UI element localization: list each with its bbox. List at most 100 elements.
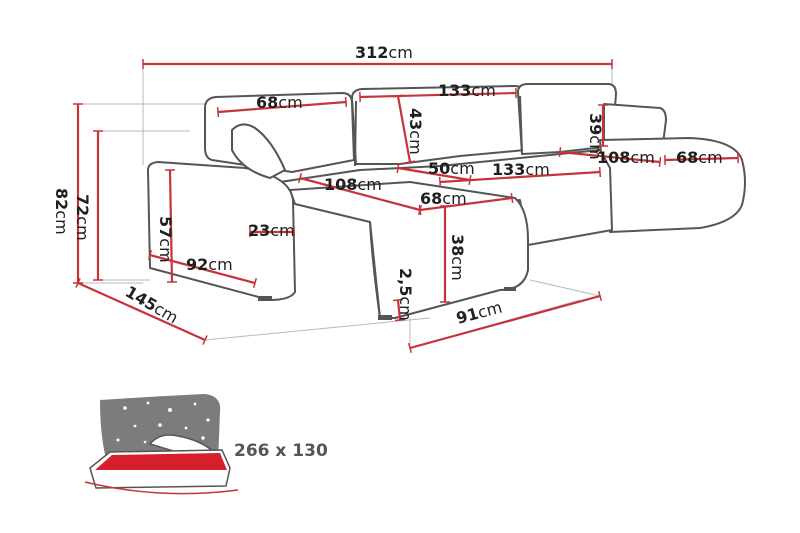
sofa-outline bbox=[147, 83, 746, 319]
dimension-line-arm-height bbox=[168, 169, 174, 283]
dimension-value: 108 bbox=[597, 148, 630, 167]
dimension-unit: cm bbox=[406, 130, 425, 154]
dimension-line-seat-depth bbox=[397, 166, 471, 182]
dimension-tick bbox=[558, 146, 562, 158]
dimension-label-leg-height: 2,5cm bbox=[396, 268, 415, 321]
dimension-line-seat-width bbox=[439, 170, 601, 184]
dimension-unit: cm bbox=[270, 221, 294, 240]
dimension-label-left-chaise-len: 108cm bbox=[324, 175, 382, 194]
dimension-unit: cm bbox=[448, 256, 467, 280]
dimension-tick bbox=[392, 94, 404, 98]
dimension-tick bbox=[396, 162, 400, 174]
dimension-label-total-depth: 145cm bbox=[122, 282, 182, 327]
dimension-value: 68 bbox=[676, 148, 698, 167]
dimension-unit: cm bbox=[357, 175, 381, 194]
dimension-value: 312 bbox=[355, 43, 388, 62]
dimension-unit: cm bbox=[388, 43, 412, 62]
dimension-label-chaise-length: 108cm bbox=[597, 148, 655, 167]
dimension-label-chaise-width: 68cm bbox=[676, 148, 723, 167]
dimension-label-back-seat-left: 68cm bbox=[256, 93, 303, 112]
dimension-unit: cm bbox=[630, 148, 654, 167]
dimension-line-leg-height bbox=[396, 299, 402, 321]
dimension-unit: cm bbox=[52, 210, 71, 234]
dimension-label-arm-depth: 92cm bbox=[186, 255, 233, 274]
dimension-tick bbox=[75, 278, 81, 288]
dimension-label-chaise-back: 39cm bbox=[586, 113, 605, 160]
dimension-tick bbox=[394, 318, 406, 322]
dimension-label-arm-width: 23cm bbox=[248, 221, 295, 240]
dimension-line-left-chaise-wid bbox=[419, 196, 513, 212]
dimension-tick bbox=[202, 335, 208, 345]
dimension-line-chaise-length bbox=[559, 150, 661, 164]
dimension-unit: cm bbox=[525, 160, 549, 179]
dimension-unit: cm bbox=[471, 81, 495, 100]
dimension-tick bbox=[252, 277, 258, 289]
dimension-value: 23 bbox=[248, 221, 270, 240]
dimension-line-backrest-height bbox=[396, 95, 412, 163]
dimension-line-back-seat-left bbox=[217, 100, 347, 114]
dimension-value: 82 bbox=[52, 188, 71, 210]
dimension-tick bbox=[392, 298, 404, 302]
dimension-value: 108 bbox=[324, 175, 357, 194]
dimension-value: 133 bbox=[492, 160, 525, 179]
dimension-tick bbox=[598, 166, 602, 178]
dimension-unit: cm bbox=[208, 255, 232, 274]
dimension-unit: cm bbox=[156, 238, 175, 262]
dimension-value: 72 bbox=[73, 194, 92, 216]
dimension-value: 2,5 bbox=[396, 268, 415, 296]
dimension-tick bbox=[438, 176, 442, 188]
cushion-seams bbox=[354, 95, 523, 319]
guide-lines bbox=[78, 62, 613, 349]
sofa-legs bbox=[258, 287, 516, 320]
dimension-line-left-chaise-len bbox=[299, 176, 421, 212]
dimension-unit: cm bbox=[278, 93, 302, 112]
dimension-line-back-seat-right bbox=[359, 91, 517, 99]
dimension-tick bbox=[216, 106, 220, 118]
dimension-unit: cm bbox=[476, 297, 504, 322]
dimension-unit: cm bbox=[396, 296, 415, 320]
dimension-label-total-width: 312cm bbox=[355, 43, 413, 62]
dimension-label-backrest-height: 43cm bbox=[406, 108, 425, 155]
dimension-tick bbox=[597, 290, 603, 302]
dimension-tick bbox=[147, 249, 153, 261]
dimension-value: 39 bbox=[586, 113, 605, 135]
dimension-line-arm-depth bbox=[149, 253, 256, 285]
dimension-tick bbox=[658, 156, 662, 168]
dimension-value: 68 bbox=[256, 93, 278, 112]
dimension-label-arm-height: 57cm bbox=[156, 216, 175, 263]
dimension-tick bbox=[510, 192, 514, 204]
dimension-label-back-seat-right: 133cm bbox=[438, 81, 496, 100]
dimension-value: 38 bbox=[448, 234, 467, 256]
bed-size-label: 266 x 130 bbox=[234, 441, 328, 461]
dimension-label-seat-width: 133cm bbox=[492, 160, 550, 179]
dimension-unit: cm bbox=[450, 159, 474, 178]
dimension-tick bbox=[407, 342, 413, 354]
dimension-value: 133 bbox=[438, 81, 471, 100]
dimension-label-left-chaise-wid: 68cm bbox=[420, 189, 467, 208]
dimension-label-back-height: 72cm bbox=[73, 194, 92, 241]
dimension-value: 50 bbox=[428, 159, 450, 178]
dimension-line-chaise-width bbox=[664, 156, 739, 162]
dimension-tick bbox=[404, 160, 416, 164]
dimension-tick bbox=[418, 204, 422, 216]
dimension-tick bbox=[344, 96, 348, 108]
dimension-unit: cm bbox=[698, 148, 722, 167]
dimension-value: 43 bbox=[406, 108, 425, 130]
dimension-value: 57 bbox=[156, 216, 175, 238]
dimension-label-seat-height: 38cm bbox=[448, 234, 467, 281]
dimension-unit: cm bbox=[586, 135, 605, 159]
dimension-line-total-depth bbox=[77, 281, 206, 342]
dimension-unit: cm bbox=[442, 189, 466, 208]
dimension-value: 92 bbox=[186, 255, 208, 274]
dimension-unit: cm bbox=[73, 216, 92, 240]
dimension-label-total-height: 82cm bbox=[52, 188, 71, 235]
dimension-line-front-depth bbox=[409, 294, 601, 350]
sofa-bed-icon bbox=[84, 394, 239, 495]
dimension-tick bbox=[297, 172, 303, 184]
dimension-label-seat-depth: 50cm bbox=[428, 159, 475, 178]
dimension-value: 68 bbox=[420, 189, 442, 208]
dimension-lines bbox=[73, 59, 739, 354]
